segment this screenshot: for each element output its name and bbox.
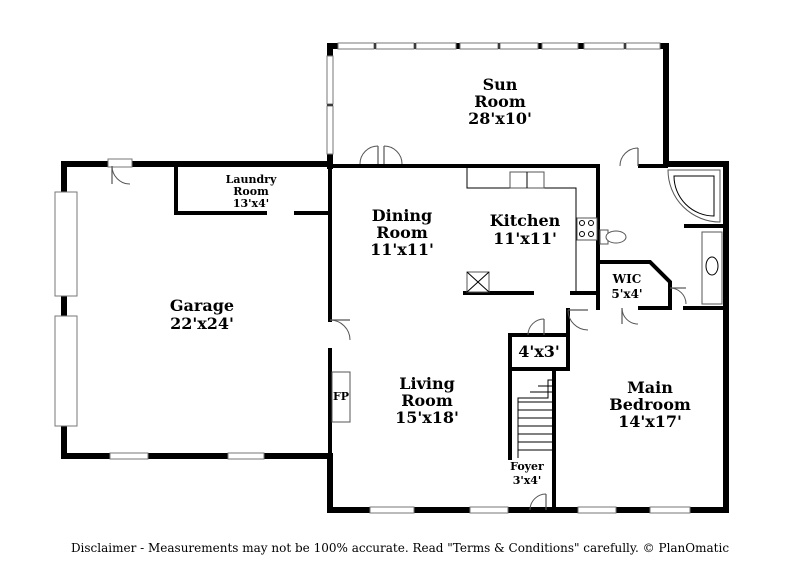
living-name-2: Room (401, 391, 453, 410)
closet-size: 4'x3' (518, 342, 560, 361)
windows (54, 42, 691, 514)
kitchen-size: 11'x11' (493, 229, 557, 248)
doors (111, 145, 687, 511)
garage-size: 22'x24' (170, 314, 234, 333)
fireplace (331, 371, 351, 423)
laundry-size: 13'x4' (233, 197, 269, 210)
disclaimer-text: Disclaimer - Measurements may not be 100… (70, 541, 730, 555)
main-bedroom-name-2: Bedroom (609, 395, 691, 414)
laundry-name-2: Room (233, 185, 269, 198)
fireplace-label: FP (333, 390, 349, 403)
dining-name-2: Room (376, 223, 428, 242)
dining-name-1: Dining (372, 206, 432, 225)
floor-plan: Sun Room 28'x10' Laundry Room 13'x4' Din… (54, 42, 729, 514)
sun-room-size: 28'x10' (468, 109, 532, 128)
interior-walls (174, 164, 728, 512)
sun-room-name-1: Sun (483, 75, 518, 94)
main-bedroom-name-1: Main (627, 378, 673, 397)
foyer-name: Foyer (510, 460, 544, 473)
bathroom-fixtures (599, 169, 723, 305)
sun-room-name-2: Room (474, 92, 526, 111)
dining-size: 11'x11' (370, 240, 434, 259)
kitchen-name: Kitchen (490, 211, 561, 230)
foyer-size: 3'x4' (513, 474, 542, 487)
laundry-name-1: Laundry (226, 173, 277, 186)
main-bedroom-size: 14'x17' (618, 412, 682, 431)
garage-name: Garage (170, 296, 234, 315)
kitchen-counter (466, 166, 598, 293)
wic-name: WIC (612, 272, 642, 286)
living-size: 15'x18' (395, 408, 459, 427)
living-name-1: Living (399, 374, 455, 393)
wic-size: 5'x4' (611, 287, 642, 301)
staircase (517, 379, 554, 458)
